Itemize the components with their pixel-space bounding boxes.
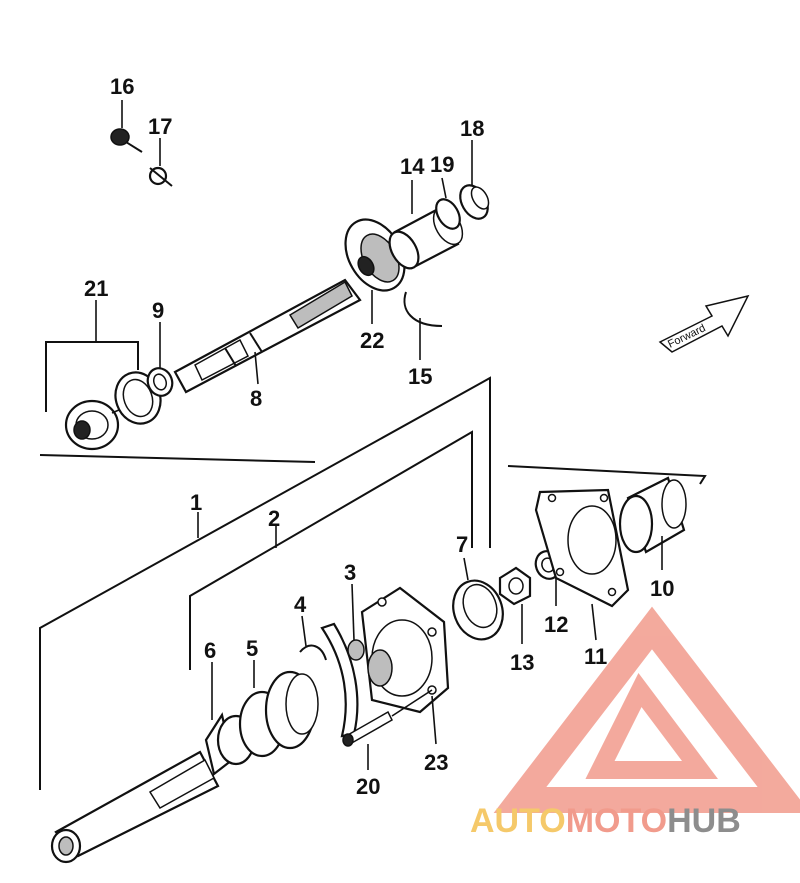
callout-12: 12: [544, 612, 568, 637]
bearing-21: [64, 399, 120, 451]
shaft-8: [173, 278, 362, 394]
callout-16: 16: [110, 74, 134, 99]
washer-17: [148, 166, 173, 187]
bracket-2: [189, 430, 473, 670]
washer-9: [146, 367, 174, 397]
watermark-triangle-inner: [585, 672, 718, 779]
base-line-lower: [507, 465, 707, 485]
bracket-21: [45, 341, 139, 412]
bearing-housing-11: [534, 488, 630, 608]
spring-clip-15: [403, 291, 443, 327]
callout-22: 22: [360, 328, 384, 353]
callout-10: 10: [650, 576, 674, 601]
callout-2: 2: [268, 506, 280, 531]
oil-seal-7: [452, 579, 504, 641]
leader-7: [463, 557, 469, 581]
callout-19: 19: [430, 152, 454, 177]
callout-21: 21: [84, 276, 108, 301]
callout-7: 7: [456, 532, 468, 557]
bearing-10: [618, 476, 687, 554]
base-line-upper: [39, 454, 316, 463]
callout-labels: 1 2 3 4 5 6 7 8 9 10 11 12 13 14 15 16 1…: [84, 74, 674, 799]
boot-5: [216, 670, 319, 766]
watermark-logo: [493, 606, 800, 813]
watermark-triangle-outer: [493, 606, 800, 813]
callout-23: 23: [424, 750, 448, 775]
bolt-20: [342, 710, 393, 747]
clip-4: [299, 644, 327, 661]
leader-11: [591, 603, 597, 641]
callout-9: 9: [152, 298, 164, 323]
hub-flange-23: [360, 586, 450, 714]
callout-3: 3: [344, 560, 356, 585]
callout-18: 18: [460, 116, 484, 141]
callout-1: 1: [190, 490, 202, 515]
leader-3: [351, 583, 355, 641]
watermark-moto: MOTO: [566, 802, 667, 840]
callout-11: 11: [584, 644, 607, 669]
bracket-1: [39, 376, 491, 790]
callout-8: 8: [250, 386, 262, 411]
leader-23: [431, 695, 437, 745]
callout-4: 4: [294, 592, 307, 617]
callout-14: 14: [400, 154, 425, 179]
ring-19: [435, 198, 461, 230]
leader-4: [301, 615, 307, 647]
callout-15: 15: [408, 364, 432, 389]
race-18: [459, 184, 490, 220]
callout-17: 17: [148, 114, 172, 139]
callout-20: 20: [356, 774, 380, 799]
callout-13: 13: [510, 650, 534, 675]
watermark-auto: AUTO: [470, 802, 566, 840]
retainer-3: [347, 639, 365, 661]
nut-13: [498, 566, 532, 606]
bolt-16: [110, 128, 143, 153]
watermark-text: AUTOMOTOHUB: [470, 802, 741, 840]
callout-6: 6: [204, 638, 216, 663]
bolt-20-axis: [391, 689, 433, 717]
axle-shaft: [50, 750, 220, 864]
leader-19: [441, 177, 447, 199]
forward-direction-arrow: Forward: [658, 294, 750, 353]
callout-5: 5: [246, 636, 258, 661]
watermark-hub: HUB: [667, 802, 741, 840]
leader-8: [254, 351, 259, 385]
